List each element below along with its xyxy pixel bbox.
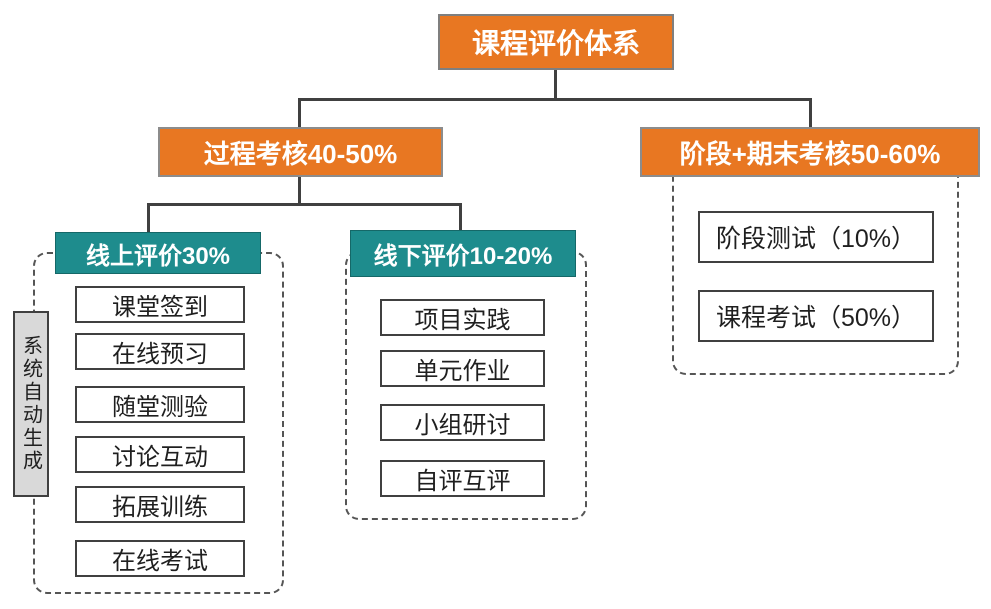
- item-offline-2: 小组研讨: [380, 404, 545, 441]
- item-online-4: 拓展训练: [75, 486, 245, 523]
- node-root: 课程评价体系: [438, 14, 674, 70]
- item-online-2: 随堂测验: [75, 386, 245, 423]
- item-online-0: 课堂签到: [75, 286, 245, 323]
- item-offline-0: 项目实践: [380, 299, 545, 336]
- item-exam-1: 课程考试（50%）: [698, 290, 934, 342]
- side-label-auto-generated: 系统自动生成: [13, 311, 49, 497]
- item-online-3: 讨论互动: [75, 436, 245, 473]
- group-exam-outline: [672, 158, 959, 375]
- connector-online-drop: [147, 203, 150, 234]
- item-online-5: 在线考试: [75, 540, 245, 577]
- connector-process-drop: [298, 98, 301, 130]
- item-online-1: 在线预习: [75, 333, 245, 370]
- node-header-online: 线上评价30%: [55, 232, 261, 274]
- connector-process-stem: [298, 176, 301, 205]
- connector-offline-drop: [459, 203, 462, 232]
- connector-final-drop: [809, 98, 812, 130]
- item-offline-3: 自评互评: [380, 460, 545, 497]
- connector-sub-split: [147, 203, 462, 206]
- item-offline-1: 单元作业: [380, 350, 545, 387]
- node-header-offline: 线下评价10-20%: [350, 230, 576, 277]
- connector-root-stem: [554, 68, 557, 100]
- connector-main-split: [298, 98, 812, 101]
- node-branch-process: 过程考核40-50%: [158, 127, 443, 177]
- item-exam-0: 阶段测试（10%）: [698, 211, 934, 263]
- node-branch-final: 阶段+期末考核50-60%: [640, 127, 980, 177]
